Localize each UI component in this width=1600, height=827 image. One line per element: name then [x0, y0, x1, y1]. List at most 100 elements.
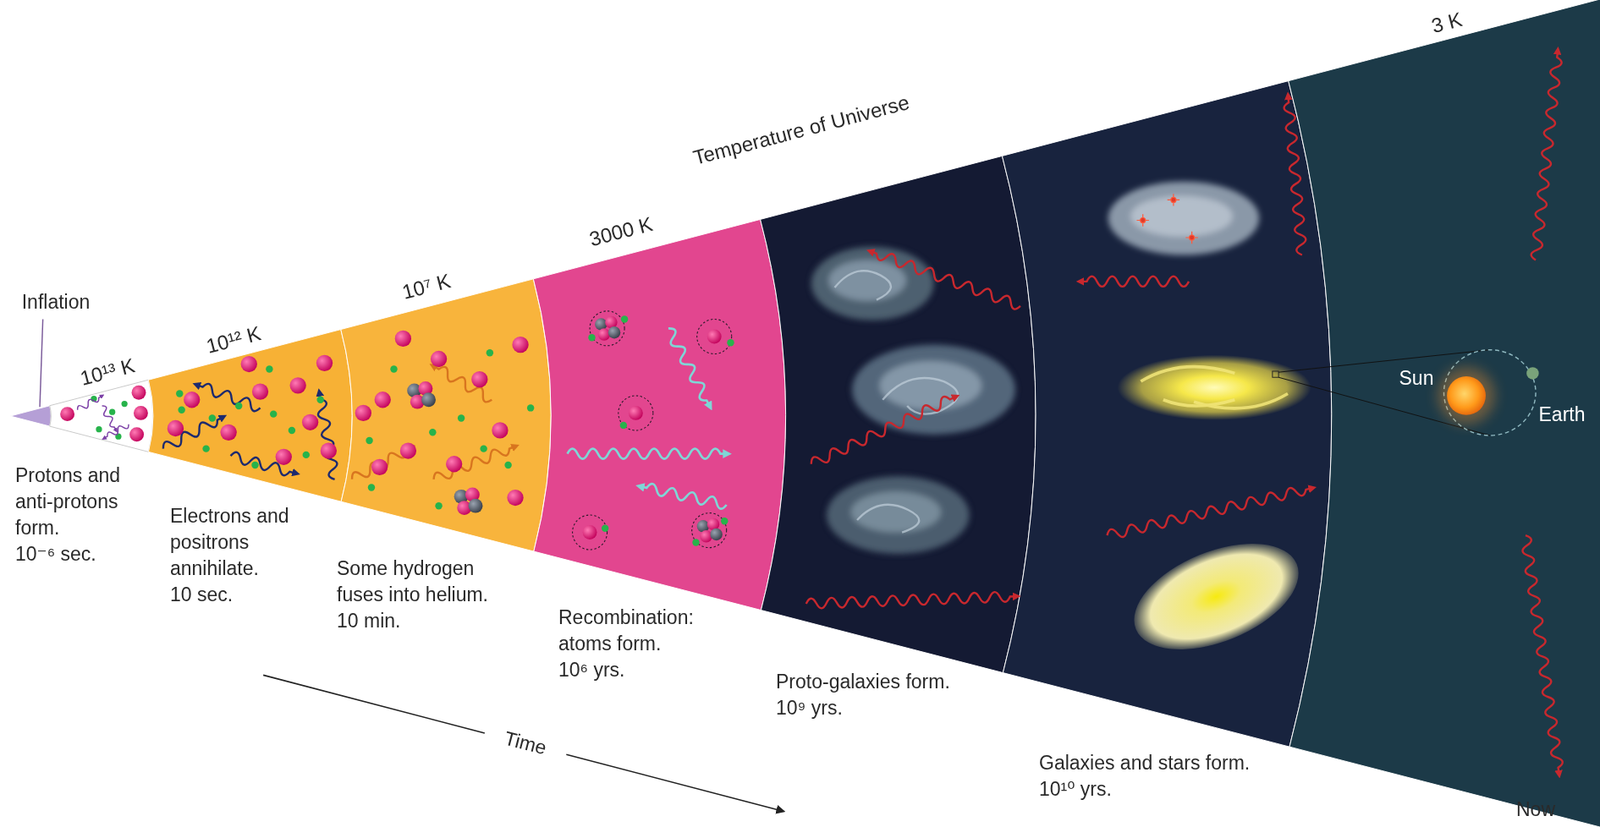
temperature-label: 10¹³ K: [77, 352, 138, 392]
particle-group: [129, 427, 144, 442]
particle-group: [251, 461, 259, 469]
galaxy-group: [1105, 483, 1313, 541]
protogalaxy-cloud: [806, 247, 1023, 610]
particle-group: [288, 427, 296, 435]
atom-group: [601, 524, 609, 532]
time-stamp: 10 min.: [336, 608, 401, 635]
protogalaxy-cloud: [811, 247, 1016, 555]
particle-group: [506, 489, 523, 506]
particle-group: [431, 362, 495, 405]
particle-group: [98, 404, 119, 432]
solar-system: [1530, 51, 1563, 261]
particle-group: [219, 424, 237, 441]
galaxy-group: [1189, 235, 1195, 241]
atom-group: [621, 315, 628, 323]
protogalaxy-cloud: [835, 270, 891, 300]
solar-system: [1437, 367, 1496, 425]
particle-group: [160, 355, 340, 481]
protogalaxy-band: [760, 155, 1036, 673]
quark-era-band: [49, 379, 154, 452]
particle-group: [95, 426, 102, 433]
solar-system: [1520, 534, 1564, 774]
particle-group: [471, 371, 488, 388]
temperature-label: 3 K: [1429, 6, 1465, 39]
atom-group: [582, 525, 598, 540]
atom-group: [608, 326, 621, 339]
helium-nucleus: [421, 392, 436, 407]
particle-group: [527, 404, 534, 412]
particle-group: [349, 330, 534, 516]
particle-group: [269, 410, 277, 418]
galaxy-group: [1140, 367, 1235, 382]
atom-group: [692, 513, 727, 549]
particle-group: [314, 393, 341, 481]
galaxy-group: [1136, 214, 1149, 226]
particle-group: [457, 414, 465, 422]
time-axis: [263, 675, 485, 734]
era-label: Inflation: [21, 289, 91, 316]
galaxy-group: [1140, 217, 1146, 223]
particle-group: [76, 393, 131, 441]
atom-group: [709, 528, 722, 541]
particle-group: [109, 409, 116, 416]
particle-group: [167, 420, 184, 437]
atom-group: [620, 422, 627, 429]
lepton-era-band: [148, 329, 352, 503]
particle-group: [371, 459, 388, 476]
axis-label: Time: [501, 725, 550, 763]
particle-group: [208, 414, 216, 422]
particle-group: [486, 349, 494, 357]
galaxy-group: [1136, 193, 1198, 244]
particle-group: [302, 414, 319, 431]
galaxy-group: [1081, 97, 1312, 541]
particle-group: [390, 365, 397, 373]
galaxy-group: [1140, 367, 1288, 409]
galaxy-band: [1001, 81, 1331, 748]
particle-group: [491, 422, 508, 439]
protogalaxy-cloud: [869, 247, 1023, 311]
protogalaxy-cloud: [835, 270, 958, 533]
particle-group: [133, 406, 149, 421]
particle-group: [290, 377, 307, 394]
particle-group: [235, 402, 242, 410]
protogalaxy-cloud: [857, 505, 919, 534]
particle-group: [395, 330, 412, 347]
atom-group: [699, 530, 712, 543]
particle-group: [241, 356, 258, 373]
particle-group: [175, 365, 325, 469]
galaxy-group: [1108, 181, 1260, 256]
atom-group: [589, 311, 625, 347]
particle-group: [175, 390, 183, 397]
event-caption: Proto-galaxies form.: [775, 669, 951, 696]
galaxy-group: [1283, 97, 1308, 256]
protogalaxy-cloud: [828, 260, 907, 302]
atom-group: [640, 482, 728, 511]
particle-group: [445, 456, 462, 473]
particle-group: [365, 349, 534, 510]
object-label: Earth: [1539, 401, 1586, 429]
particle-group: [252, 383, 269, 400]
galaxy-group: [1272, 371, 1279, 378]
atom-group: [726, 339, 734, 347]
atom-group: [588, 334, 595, 341]
particle-group: [428, 428, 436, 436]
time-axis: [263, 675, 784, 812]
protogalaxy-cloud: [826, 476, 970, 555]
time-stamp: 10⁻⁶ sec.: [15, 541, 97, 568]
particle-group: [131, 385, 147, 401]
particle-group: [183, 391, 200, 408]
atom-group: [598, 328, 611, 341]
particle-group: [316, 355, 333, 372]
axis-label: Temperature of Universe: [690, 89, 913, 171]
time-stamp: 10⁶ yrs.: [558, 657, 626, 684]
event-caption: Some hydrogen fuses into helium.: [336, 555, 506, 609]
galaxy-group: [1130, 196, 1233, 237]
solar-system: [1446, 376, 1486, 416]
time-axis: [566, 754, 784, 812]
time-stamp: 10⁹ yrs.: [775, 695, 843, 722]
galaxy-group: [1185, 231, 1198, 244]
particle-group: [60, 406, 75, 422]
object-label: Sun: [1399, 365, 1435, 392]
atom-group: [588, 315, 734, 547]
